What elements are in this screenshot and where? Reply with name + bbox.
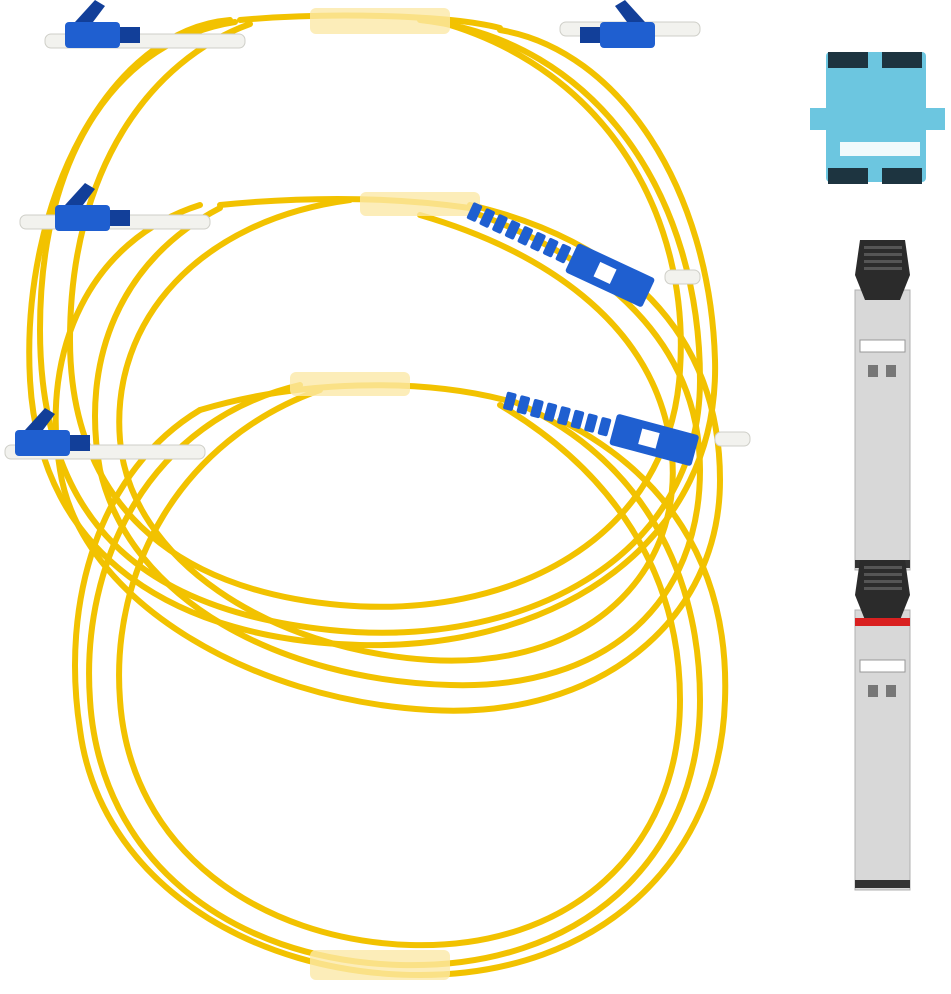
white-boot	[664, 269, 701, 285]
latch-grip	[864, 267, 902, 270]
sc-window	[593, 261, 617, 285]
sc-boot-rib	[492, 214, 508, 234]
sc-boot-rib	[557, 406, 571, 426]
sfp-metal-body	[854, 289, 911, 571]
tape-bands	[290, 8, 480, 980]
white-boot	[714, 431, 751, 447]
sfp-label	[859, 339, 906, 353]
sfp-metal-body	[854, 609, 911, 891]
cable-loop	[116, 197, 676, 664]
cable-loop	[52, 202, 724, 714]
lc-connector	[55, 183, 130, 231]
sc-duplex-adapter	[810, 52, 945, 184]
cable-loop	[36, 17, 704, 636]
lc-connectors	[15, 0, 655, 456]
lc-body	[15, 430, 70, 456]
sc-boot-rib	[584, 413, 598, 433]
cable-loop	[116, 387, 684, 949]
latch-grip	[864, 580, 902, 583]
latch-grip	[864, 260, 902, 263]
sc-boot-rib	[542, 238, 559, 258]
lc-body	[600, 22, 655, 48]
sc-boot-rib	[479, 208, 495, 228]
sfp-transceiver	[854, 240, 911, 571]
latch-grip	[864, 587, 902, 590]
lc-body	[55, 205, 110, 231]
latch-grip	[864, 253, 902, 256]
sc-boot-rib	[543, 402, 558, 422]
lc-connector	[580, 0, 655, 48]
lc-latch	[25, 408, 55, 430]
latch-grip	[864, 246, 902, 249]
yellow-fiber-cables	[26, 12, 729, 979]
lc-boot	[70, 435, 90, 451]
cable-loop	[92, 205, 704, 689]
sc-boot-rib	[597, 417, 612, 437]
sc-window	[638, 428, 660, 449]
sc-boot-rib	[517, 226, 533, 246]
sfp-port	[868, 685, 878, 697]
cable-loop	[72, 407, 729, 979]
latch-grip	[864, 566, 902, 569]
sfp-end	[855, 880, 910, 888]
sc-boot-rib	[503, 391, 517, 411]
sc-boot-rib	[530, 399, 544, 419]
sc-boot-rib	[555, 243, 572, 264]
lc-connector	[15, 408, 90, 456]
sfp-port	[868, 365, 878, 377]
lc-latch	[615, 0, 645, 22]
sc-connectors	[466, 202, 699, 466]
sc-boot-rib	[466, 202, 483, 222]
lc-body	[65, 22, 120, 48]
lc-latch	[75, 0, 105, 22]
lc-boot	[120, 27, 140, 43]
lc-boot	[580, 27, 600, 43]
sc-connector	[466, 202, 655, 307]
sfp-label	[859, 659, 906, 673]
red-band	[855, 618, 910, 626]
sfp-port	[886, 365, 896, 377]
sc-boot-rib	[516, 395, 531, 415]
sc-connector	[503, 391, 699, 466]
sfp-port	[886, 685, 896, 697]
sc-boot-rib	[530, 232, 546, 252]
lc-connector	[65, 0, 140, 48]
sc-boot-rib	[570, 409, 585, 429]
lc-boot	[110, 210, 130, 226]
sc-boot-rib	[504, 220, 521, 240]
sfp-transceiver-red-latch	[854, 560, 911, 891]
latch-grip	[864, 573, 902, 576]
lc-latch	[65, 183, 95, 205]
